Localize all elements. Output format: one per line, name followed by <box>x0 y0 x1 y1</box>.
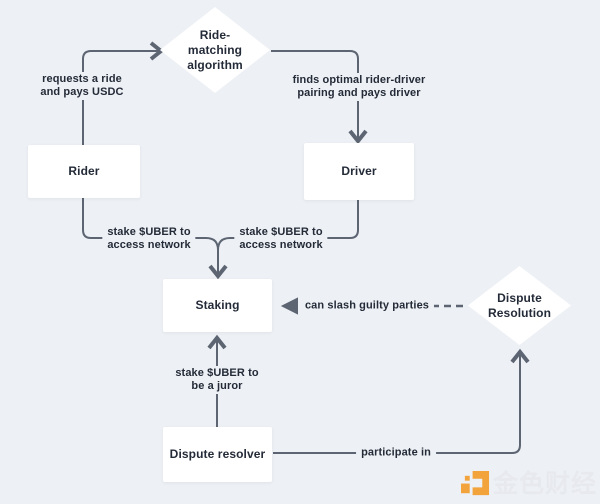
node-label: Dispute resolver <box>169 447 266 461</box>
node-rider: Rider <box>28 145 140 198</box>
node-dispute-resolver: Dispute resolver <box>163 427 272 482</box>
edge-label-stake-access-left: stake $UBER to access network <box>102 225 196 253</box>
node-label: Dispute Resolution <box>488 290 551 320</box>
edge-label-stake-access-right: stake $UBER to access network <box>234 225 328 253</box>
edge-label-finds-pairing: finds optimal rider-driver pairing and p… <box>287 73 431 101</box>
edge-driver-to-merge <box>217 200 359 251</box>
node-staking: Staking <box>163 279 272 332</box>
edge-algorithm-to-driver <box>271 50 368 145</box>
edge-resolver-to-dispute <box>273 348 530 454</box>
jinse-finance-logo-icon <box>460 470 490 495</box>
watermark-text: 金色财经 <box>492 470 597 498</box>
edge-label-stake-juror: stake $UBER to be a juror <box>170 366 264 394</box>
node-label: Staking <box>195 298 240 312</box>
edge-label-requests-ride: requests a ride and pays USDC <box>35 72 129 100</box>
edge-rider-to-merge <box>82 198 219 251</box>
node-label: Driver <box>341 164 377 178</box>
jinse-finance-watermark: 金色财经 <box>460 469 597 500</box>
edge-rider-to-algorithm <box>82 41 165 145</box>
node-label: Rider <box>68 164 100 178</box>
edge-label-can-slash: can slash guilty parties <box>299 298 435 314</box>
node-driver: Driver <box>304 143 414 200</box>
node-label: Ride- matching algorithm <box>187 27 243 72</box>
edge-label-participate-in: participate in <box>356 445 436 461</box>
